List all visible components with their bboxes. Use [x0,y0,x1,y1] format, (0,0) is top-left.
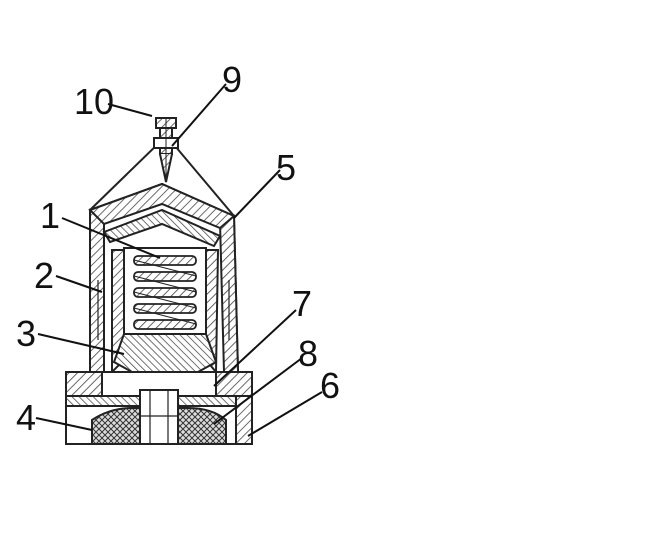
leader-2 [55,275,103,293]
callout-6: 6 [320,365,340,406]
callout-1: 1 [40,195,60,236]
callouts: 1 2 3 4 5 6 7 8 9 10 [16,59,340,438]
callout-7: 7 [292,283,312,324]
leader-6 [247,391,323,437]
leader-5 [233,169,281,219]
callout-9: 9 [222,59,242,100]
callout-3: 3 [16,313,36,354]
leader-7 [213,309,297,387]
callout-8: 8 [298,333,318,374]
spring [133,255,197,330]
suspension-wire-right [169,139,235,217]
leader-4 [35,417,93,431]
suspension-wire-left [89,139,163,211]
leader-lines [35,83,323,437]
base [65,371,253,445]
leader-8 [213,357,303,425]
stem [153,117,179,183]
leader-1 [61,217,161,259]
callout-4: 4 [16,397,36,438]
callout-2: 2 [34,255,54,296]
callout-5: 5 [276,147,296,188]
leader-3 [37,333,125,355]
drawing [35,83,323,445]
leader-10 [107,103,153,117]
leader-9 [171,83,227,147]
callout-10: 10 [74,81,114,122]
